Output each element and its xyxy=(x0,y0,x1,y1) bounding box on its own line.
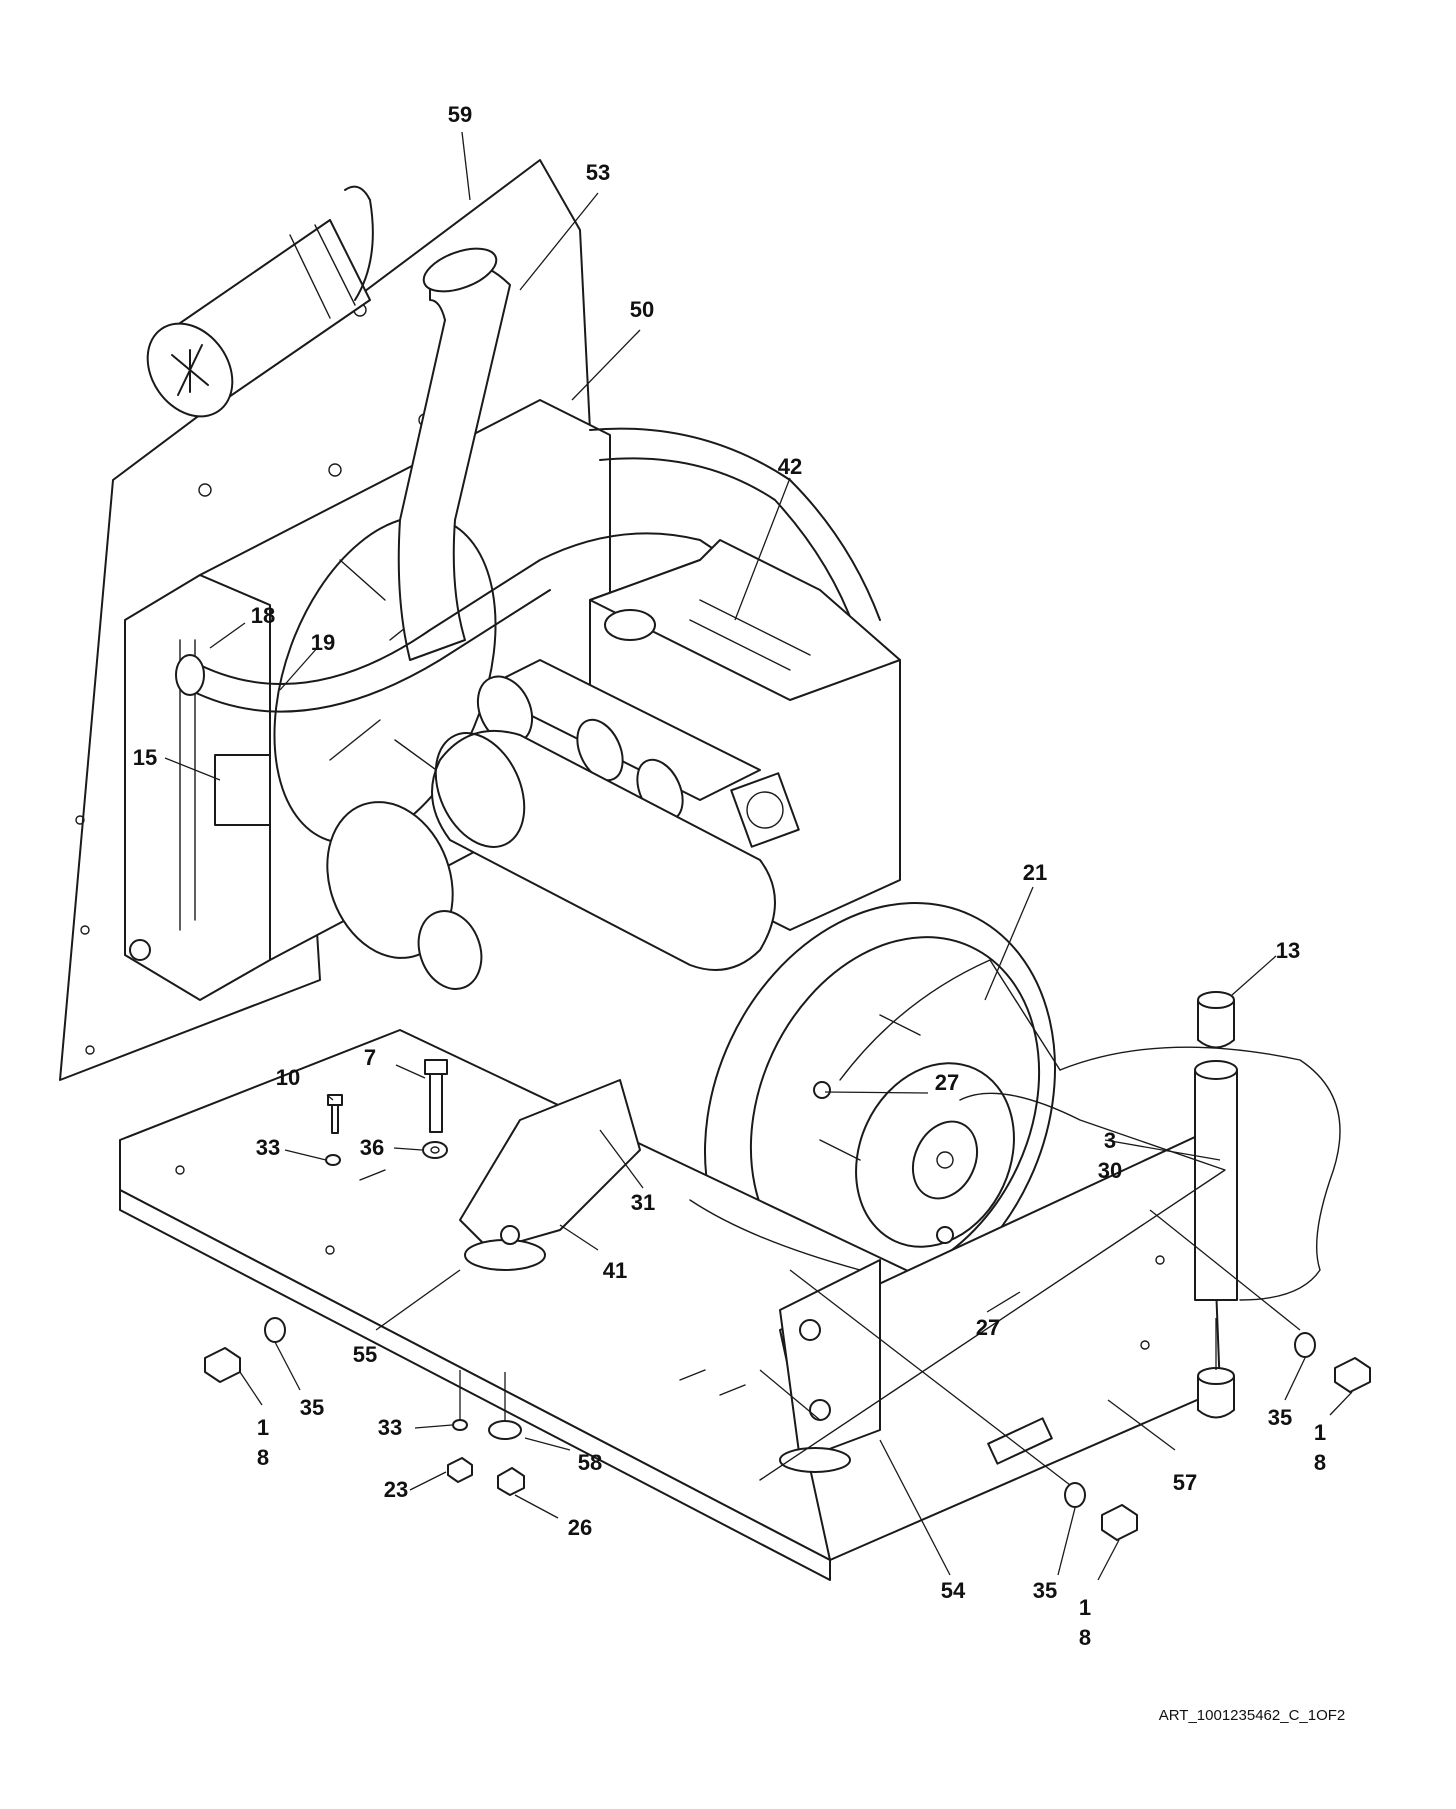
hardware-bolt-left xyxy=(204,1347,241,1383)
hardware-bolt-7 xyxy=(424,1059,448,1133)
coolant-hoses xyxy=(175,427,881,713)
base-frame xyxy=(119,1029,1221,1581)
art-reference: ART_1001235462_C_1OF2 xyxy=(1159,1707,1346,1724)
hardware-bolt-right xyxy=(1334,1357,1371,1393)
callout-1-right: 1 xyxy=(1314,1420,1326,1445)
callout-3: 3 xyxy=(1104,1128,1116,1153)
air-filter xyxy=(146,185,374,418)
callout-57: 57 xyxy=(1173,1470,1197,1495)
alternator xyxy=(326,801,483,990)
muffler xyxy=(431,729,776,971)
callout-1-left: 1 xyxy=(257,1415,269,1440)
right-mount xyxy=(779,1259,881,1473)
callout-31: 31 xyxy=(631,1190,655,1215)
callout-55: 55 xyxy=(353,1342,377,1367)
callout-13: 13 xyxy=(1276,938,1300,963)
leader-lines xyxy=(164,131,1353,1581)
hardware-washer-58 xyxy=(488,1420,522,1440)
callout-33-top: 33 xyxy=(256,1135,280,1160)
hardware-washer-36 xyxy=(422,1141,448,1159)
callout-54: 54 xyxy=(941,1578,966,1603)
mount-bracket xyxy=(459,1079,641,1271)
callout-23: 23 xyxy=(384,1477,408,1502)
callout-27-top: 27 xyxy=(935,1070,959,1095)
hardware-nut-23 xyxy=(447,1457,473,1483)
hardware-washer-33-top xyxy=(325,1154,341,1166)
callout-59: 59 xyxy=(448,102,472,127)
callout-53: 53 xyxy=(586,160,610,185)
hardware-washer-35-left xyxy=(264,1317,286,1343)
callout-30: 30 xyxy=(1098,1158,1122,1183)
support-post xyxy=(1194,991,1238,1419)
callout-41: 41 xyxy=(603,1258,627,1283)
hardware-washer-33-bottom xyxy=(452,1419,468,1431)
callout-50: 50 xyxy=(630,297,654,322)
callout-1-mid: 1 xyxy=(1079,1595,1091,1620)
callout-26: 26 xyxy=(568,1515,592,1540)
callout-15: 15 xyxy=(133,745,157,770)
callout-21: 21 xyxy=(1023,860,1047,885)
callout-7: 7 xyxy=(364,1045,376,1070)
harness-cables xyxy=(689,959,1341,1481)
callout-42: 42 xyxy=(778,454,802,479)
hardware-bolt-mid xyxy=(1101,1504,1138,1541)
cylinder-row xyxy=(476,659,761,822)
callout-19: 19 xyxy=(311,630,335,655)
callout-18: 18 xyxy=(251,603,275,628)
exhaust-pipe xyxy=(397,247,511,661)
hardware-nut-26 xyxy=(497,1467,525,1496)
hardware-bolt-10 xyxy=(327,1094,343,1134)
callout-33-bottom: 33 xyxy=(378,1415,402,1440)
callout-36: 36 xyxy=(360,1135,384,1160)
callout-58: 58 xyxy=(578,1450,602,1475)
callout-8-mid: 8 xyxy=(1079,1625,1091,1650)
hardware-washer-35-right xyxy=(1294,1332,1316,1358)
callout-35-left: 35 xyxy=(300,1395,324,1420)
callout-10: 10 xyxy=(276,1065,300,1090)
callout-35-mid: 35 xyxy=(1033,1578,1057,1603)
callout-27-bottom: 27 xyxy=(976,1315,1000,1340)
callout-8-right: 8 xyxy=(1314,1450,1326,1475)
callout-8-left: 8 xyxy=(257,1445,269,1470)
hardware-washer-35-mid xyxy=(1064,1482,1086,1508)
callout-35-right: 35 xyxy=(1268,1405,1292,1430)
callouts: 59 53 50 42 18 19 15 21 13 7 10 27 33 36… xyxy=(133,102,1326,1650)
